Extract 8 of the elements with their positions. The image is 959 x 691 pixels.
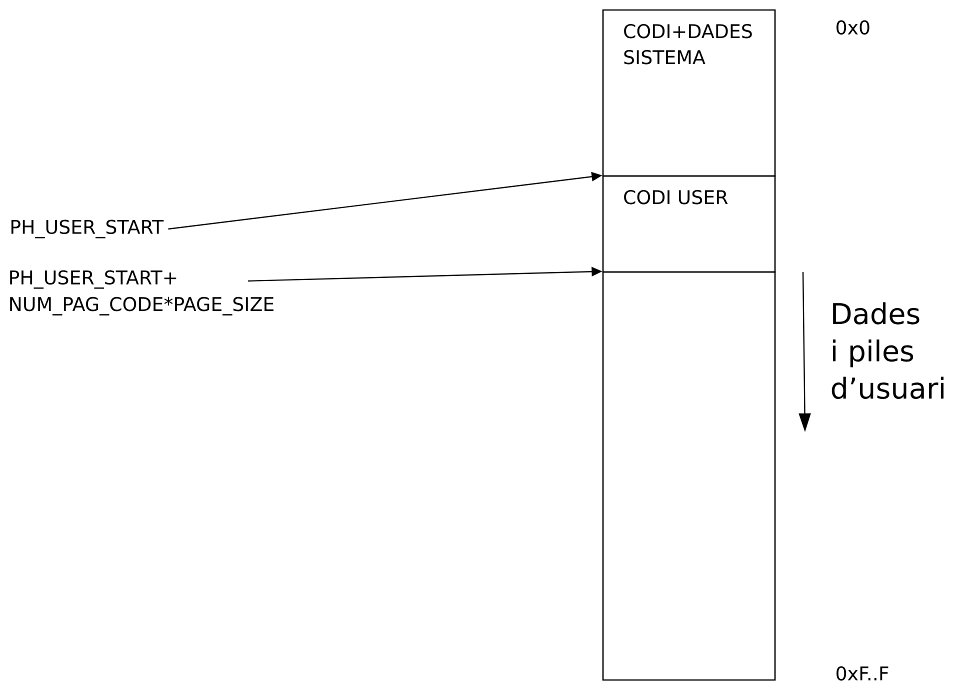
address-label: 0x0 bbox=[836, 20, 870, 35]
address-label: PH_USER_START+ NUM_PAG_CODE*PAGE_SIZE bbox=[10, 270, 274, 316]
memory-segment: CODI USER bbox=[602, 175, 776, 273]
address-label: PH_USER_START bbox=[11, 220, 164, 238]
annotation-text: Dades i piles d’usuari bbox=[832, 302, 944, 399]
address-label: 0xF..F bbox=[836, 666, 888, 681]
memory-segment bbox=[602, 271, 776, 681]
memory-segment: CODI+DADES SISTEMA bbox=[602, 9, 776, 177]
